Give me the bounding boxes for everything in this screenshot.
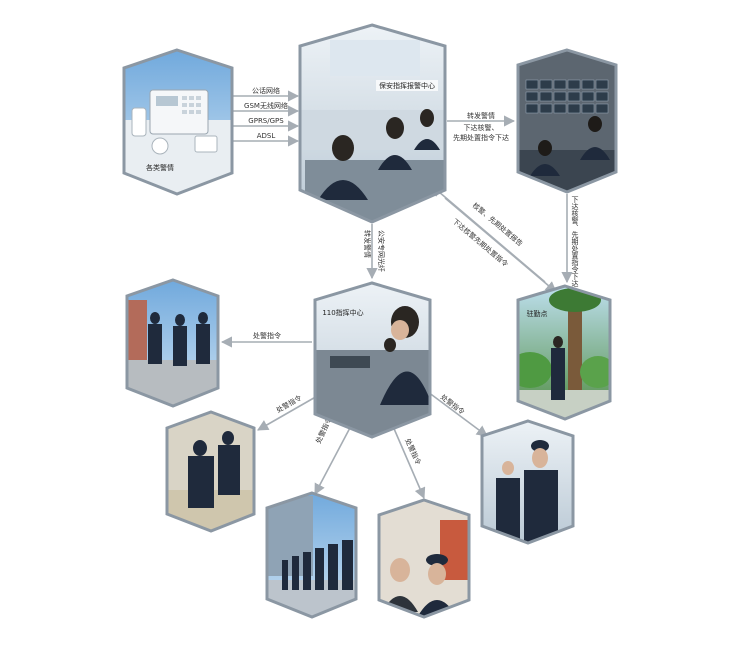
label-dispatch-right-1: 下达核警、 (464, 123, 499, 132)
station-label: 驻勤点 (527, 309, 548, 318)
label-dispatch-4: 处警指令 (403, 437, 423, 466)
node-command-center: 保安指挥报警中心 (298, 23, 447, 224)
label-dispatch-right-2: 先期处置指令下达 (453, 133, 509, 142)
label-dispatch-5: 处警指令 (439, 392, 467, 416)
node-alarm-devices: 各类警情 (122, 48, 234, 196)
node-110-center: 110指挥中心 (313, 281, 432, 439)
label-dispatch-down: 下达核警、先期处置指令下达 (571, 196, 579, 288)
label-forward-alarm: 转发警情 (467, 111, 495, 120)
label-dispatch-1: 处警指令 (253, 331, 281, 340)
arrow-110-to-guards (427, 391, 488, 437)
node-squad (165, 410, 256, 533)
command-center-label: 保安指挥报警中心 (379, 81, 435, 90)
label-forward-110-b: 公安专网光纤 (377, 230, 386, 272)
node-march (265, 491, 358, 619)
arrow-110-to-march (314, 423, 353, 495)
label-gprs: GPRS/GPS (248, 117, 284, 125)
label-forward-110-a: 转发警情 (363, 230, 372, 258)
arrow-center-to-station (444, 197, 557, 293)
label-public-network: 公话网络 (252, 86, 280, 95)
arrow-110-to-officers (391, 423, 426, 500)
node-monitor-room (516, 48, 618, 194)
label-adsl: ADSL (257, 132, 276, 140)
center-110-label: 110指挥中心 (322, 308, 363, 317)
node-station: 驻勤点 (516, 284, 612, 421)
node-officers (377, 498, 471, 619)
alarm-label: 各类警情 (146, 163, 174, 172)
label-gsm-network: GSM无线网络 (244, 101, 288, 110)
node-patrol (125, 278, 220, 408)
node-guards (480, 419, 575, 545)
